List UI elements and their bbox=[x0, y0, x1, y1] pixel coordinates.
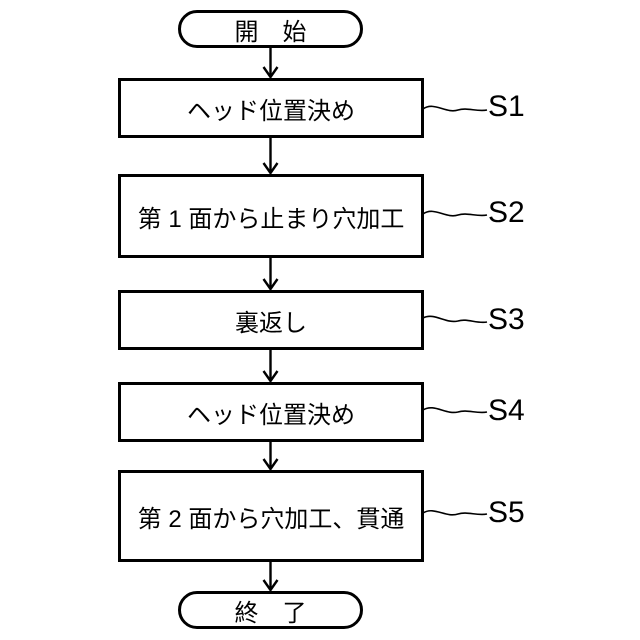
process-box-s4-label: ヘッド位置決め bbox=[187, 401, 355, 429]
arrow-s1-to-s2 bbox=[262, 138, 279, 176]
step-label-s2: S2 bbox=[488, 196, 525, 229]
process-box-s2-label: 第 1 面から止まり穴加工 bbox=[137, 205, 405, 233]
process-box-s3: 裏返し bbox=[118, 290, 424, 350]
callout-squiggle-s3 bbox=[422, 315, 488, 324]
callout-squiggle-s5 bbox=[422, 509, 488, 516]
arrow-s4-to-s5 bbox=[262, 442, 279, 472]
start-terminal-label: 開 始 bbox=[234, 18, 307, 46]
end-terminal-label: 終 了 bbox=[234, 599, 307, 627]
start-terminal: 開 始 bbox=[178, 10, 363, 48]
arrow-s3-to-s4 bbox=[262, 350, 279, 384]
arrow-s2-to-s3 bbox=[262, 258, 279, 292]
step-label-s4: S4 bbox=[488, 394, 525, 427]
callout-squiggle-s4 bbox=[422, 406, 488, 414]
arrow-s5-to-end bbox=[262, 562, 279, 593]
callout-squiggle-s2 bbox=[422, 210, 488, 217]
process-box-s1: ヘッド位置決め bbox=[118, 78, 424, 138]
process-box-s5-label: 第 2 面から穴加工、貫通 bbox=[137, 505, 405, 533]
process-box-s2: 第 1 面から止まり穴加工 bbox=[118, 174, 424, 258]
callout-squiggle-s1 bbox=[422, 105, 488, 112]
step-label-s5: S5 bbox=[488, 496, 525, 529]
step-label-s1: S1 bbox=[488, 90, 525, 123]
process-box-s1-label: ヘッド位置決め bbox=[187, 97, 355, 125]
process-box-s3-label: 裏返し bbox=[235, 309, 307, 337]
process-box-s5: 第 2 面から穴加工、貫通 bbox=[118, 470, 424, 562]
end-terminal: 終 了 bbox=[178, 591, 363, 629]
process-box-s4: ヘッド位置決め bbox=[118, 382, 424, 442]
arrow-start-to-s1 bbox=[262, 48, 279, 80]
step-label-s3: S3 bbox=[488, 303, 525, 336]
